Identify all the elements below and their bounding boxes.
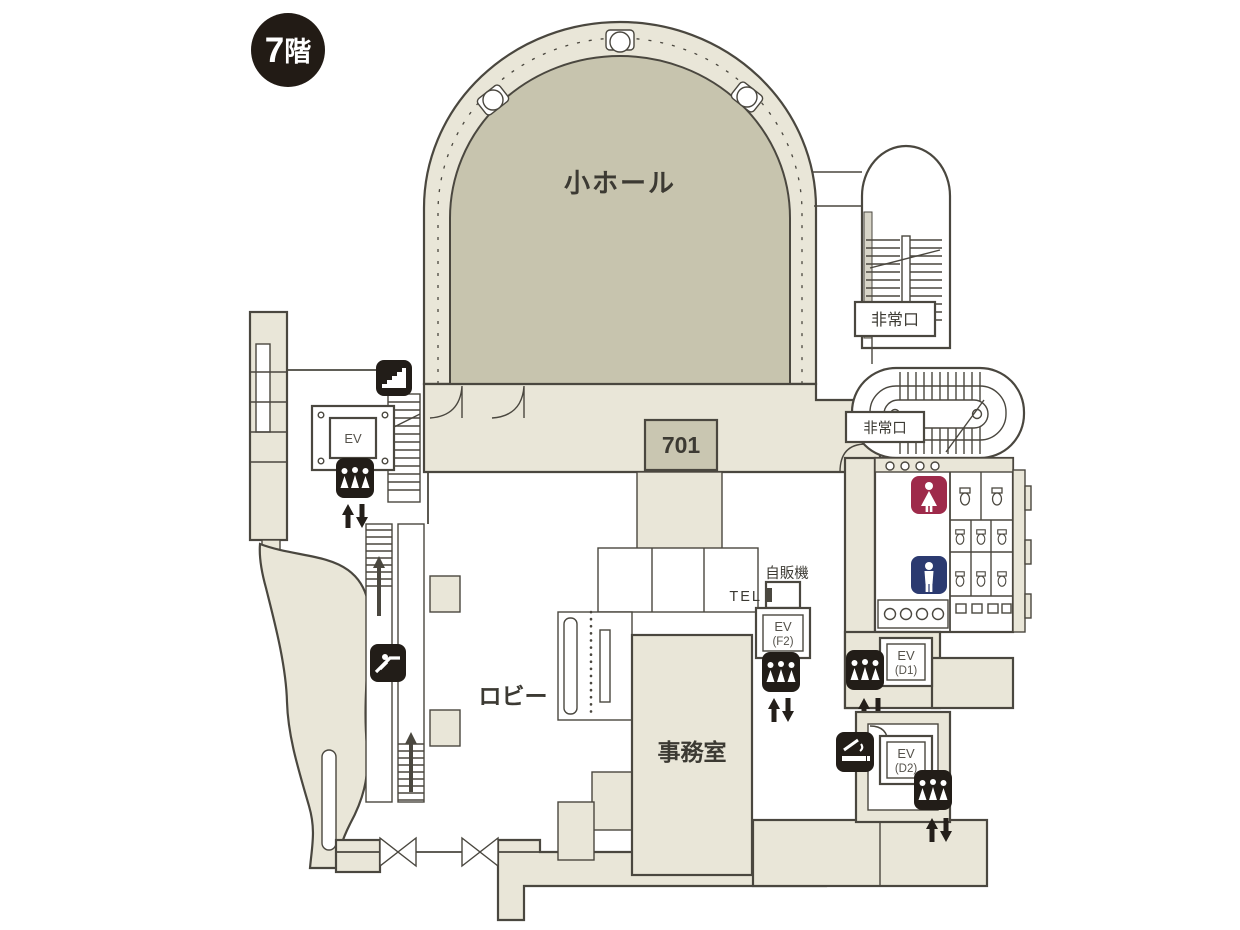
elevator-icon	[762, 652, 800, 692]
east-emergency-stairwell: 非常口	[844, 366, 1026, 460]
office-room: 事務室	[630, 633, 754, 877]
svg-text:(F2): (F2)	[772, 636, 793, 648]
smoking-icon	[836, 732, 874, 772]
east-emergency-exit-label: 非常口	[844, 410, 926, 444]
svg-text:非常口: 非常口	[871, 311, 919, 329]
room-701: 701	[636, 418, 723, 555]
womens-restroom-icon	[911, 476, 947, 514]
small-hall-label: 小ホール	[564, 168, 676, 198]
floor-suffix: 階	[284, 37, 311, 67]
vending-machine: 自販機	[764, 565, 809, 610]
left-elevator-label: EV	[344, 431, 362, 446]
north-emergency-stairwell: 非常口	[812, 144, 952, 364]
room-701-label: 701	[662, 432, 701, 458]
elevator-f2: EV (F2)	[754, 606, 812, 722]
curved-lobby-wall	[258, 542, 372, 870]
floor-number: 7	[265, 31, 284, 70]
svg-text:EV: EV	[774, 619, 792, 634]
stairs-icon	[376, 360, 412, 396]
elevator-d2: EV (D2)	[854, 710, 952, 842]
restrooms	[843, 456, 1032, 710]
svg-text:EV: EV	[897, 746, 915, 761]
telephone-label: TEL	[729, 589, 762, 605]
service-rooms	[557, 547, 759, 861]
floor-badge: 7階	[251, 13, 325, 87]
sinks	[877, 599, 1012, 629]
office-label: 事務室	[658, 739, 727, 765]
lobby-label: ロビー	[479, 683, 548, 709]
svg-text:(D1): (D1)	[895, 665, 918, 677]
up-down-arrows	[768, 698, 794, 722]
escalator-icon	[370, 644, 406, 682]
svg-text:(D2): (D2)	[895, 763, 918, 775]
left-elevator: EV	[310, 404, 396, 528]
up-down-arrows	[342, 504, 368, 528]
elevator-icon	[336, 458, 374, 498]
svg-text:EV: EV	[897, 648, 915, 663]
elevator-d1: EV (D1)	[843, 630, 1015, 722]
vending-label: 自販機	[765, 565, 809, 582]
svg-text:7階: 7階	[265, 31, 311, 70]
mens-restroom-icon	[911, 556, 947, 594]
elevator-icon	[846, 650, 884, 690]
entrance-doors	[379, 836, 499, 868]
north-emergency-exit-label: 非常口	[853, 300, 937, 338]
svg-text:非常口: 非常口	[863, 420, 907, 437]
small-hall: 小ホール	[422, 20, 818, 386]
elevator-icon	[914, 770, 952, 810]
